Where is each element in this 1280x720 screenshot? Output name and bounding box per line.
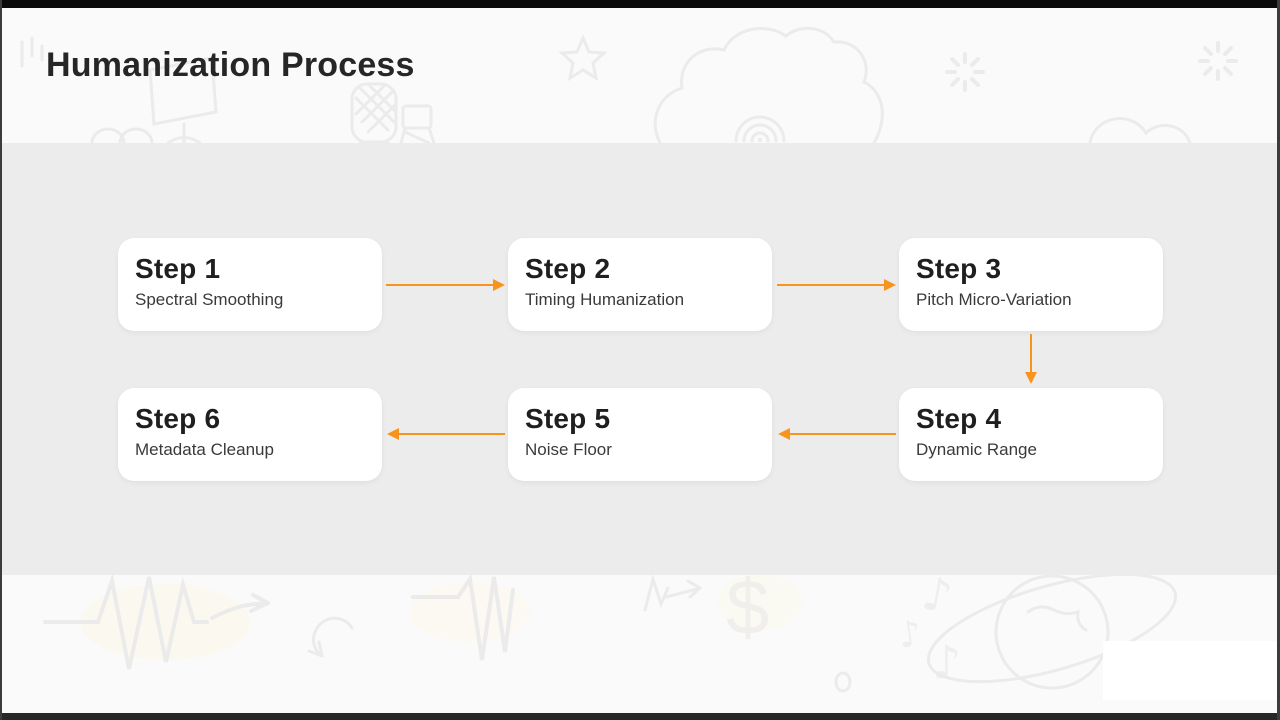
step-label: Step 1 xyxy=(135,253,221,284)
dollar-sign-icon: $ xyxy=(726,563,769,651)
step-description: Spectral Smoothing xyxy=(135,290,284,309)
step-card-4: Step 4 Dynamic Range xyxy=(899,388,1163,481)
sparkle-icon xyxy=(1198,41,1238,81)
process-band xyxy=(0,143,1280,575)
arrow-step2-to-step3-icon xyxy=(777,279,896,291)
music-note-icon: ♪ xyxy=(896,613,924,657)
cloud-icon xyxy=(1088,117,1192,145)
step-description: Dynamic Range xyxy=(916,440,1037,459)
step-description: Noise Floor xyxy=(525,440,612,459)
step-card-2: Step 2 Timing Humanization xyxy=(508,238,772,331)
arrow-step1-to-step2-icon xyxy=(386,279,505,291)
zigzag-arrow-icon xyxy=(643,573,702,612)
frame-border-bottom xyxy=(0,713,1280,720)
highlight-blob xyxy=(80,574,802,660)
arrow-step3-to-step4-icon xyxy=(1025,334,1037,384)
chair-icon xyxy=(399,104,436,145)
step-card-3: Step 3 Pitch Micro-Variation xyxy=(899,238,1163,331)
waveform-arrow-icon xyxy=(43,573,270,670)
music-stand-icon xyxy=(90,56,218,145)
tick-marks-icon xyxy=(20,36,44,68)
watermark-cover xyxy=(1103,641,1280,700)
step-card-1: Step 1 Spectral Smoothing xyxy=(118,238,382,331)
frame-border-left xyxy=(0,0,2,720)
step-label: Step 5 xyxy=(525,403,611,434)
step-label: Step 2 xyxy=(525,253,611,284)
frame-border-top xyxy=(0,0,1280,8)
arrow-step5-to-step6-icon xyxy=(387,428,505,440)
step-description: Metadata Cleanup xyxy=(135,440,274,459)
step-description: Pitch Micro-Variation xyxy=(916,290,1072,309)
step-label: Step 6 xyxy=(135,403,221,434)
step-label: Step 4 xyxy=(916,403,1002,434)
step-card-6: Step 6 Metadata Cleanup xyxy=(118,388,382,481)
step-label: Step 3 xyxy=(916,253,1002,284)
pulse-icon xyxy=(411,573,515,661)
microphone-icon xyxy=(350,82,398,145)
sparkle-icon xyxy=(945,52,985,92)
page-title: Humanization Process xyxy=(46,46,415,84)
orbit-planet-icon xyxy=(926,572,1178,690)
curved-arrow-icon xyxy=(307,616,354,658)
frame-border-right xyxy=(1277,0,1280,720)
oval-doodle-icon xyxy=(834,671,852,693)
arrow-step4-to-step5-icon xyxy=(778,428,896,440)
step-description: Timing Humanization xyxy=(525,290,685,309)
step-card-5: Step 5 Noise Floor xyxy=(508,388,772,481)
star-icon xyxy=(558,34,608,82)
cloud-wifi-icon xyxy=(653,26,884,145)
